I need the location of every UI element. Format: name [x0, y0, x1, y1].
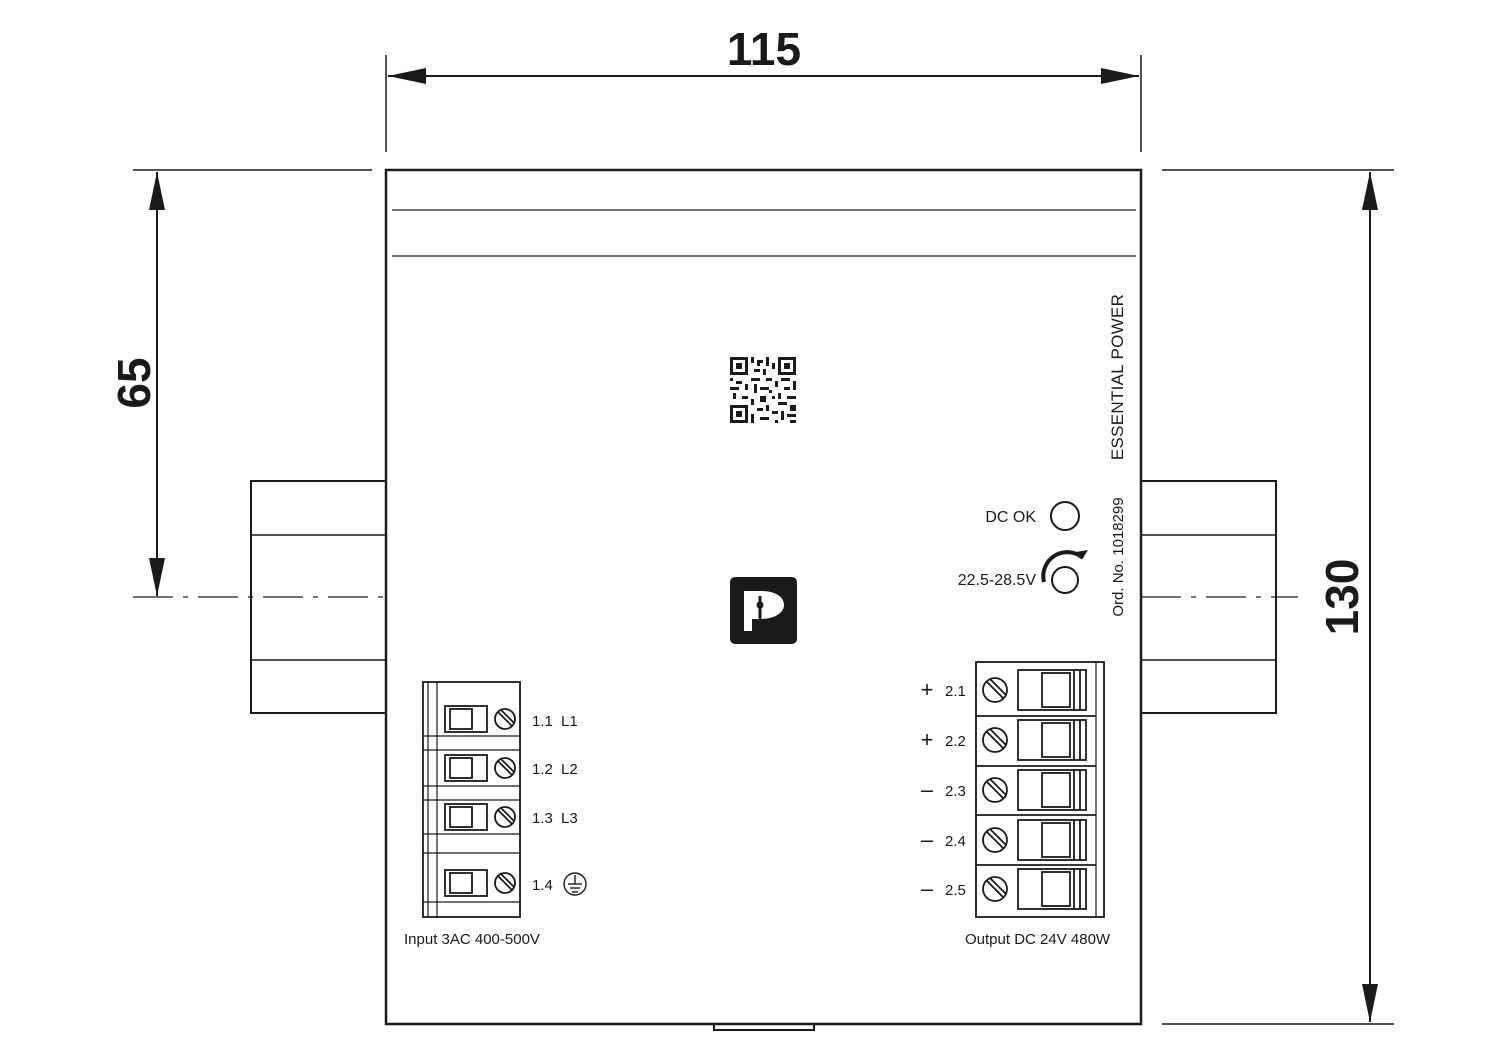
phoenix-contact-logo-icon — [730, 577, 797, 644]
output-terminal-number: 2.4 — [945, 833, 966, 850]
center-height-dimension-label: 65 — [108, 357, 160, 408]
width-dimension — [385, 55, 1142, 152]
input-terminal-2[interactable] — [444, 754, 516, 782]
qr-code-icon — [730, 357, 796, 423]
output-terminal-number: 2.3 — [945, 783, 966, 800]
output-terminal-3[interactable] — [982, 769, 1087, 811]
voltage-range-label: 22.5-28.5V — [958, 572, 1037, 589]
dc-ok-label: DC OK — [985, 509, 1036, 526]
output-terminal-2[interactable] — [982, 719, 1087, 761]
output-terminal-sign: – — [921, 876, 934, 901]
input-terminal-number: 1.1 — [532, 713, 553, 730]
input-terminal-phase: L1 — [561, 713, 578, 730]
input-terminal-phase: L3 — [561, 810, 578, 827]
input-terminal-block — [422, 681, 521, 918]
ground-icon — [563, 872, 587, 896]
input-terminal-number: 1.4 — [532, 877, 553, 894]
led-indicator-icon — [1050, 501, 1080, 531]
brand-line: ESSENTIAL POWER — [1108, 294, 1127, 460]
output-terminal-sign: + — [921, 727, 934, 752]
output-caption: Output DC 24V 480W — [965, 931, 1111, 948]
potentiometer-icon[interactable] — [1041, 550, 1088, 594]
output-terminal-5[interactable] — [982, 868, 1087, 910]
output-terminal-number: 2.1 — [945, 683, 966, 700]
input-terminal-number: 1.3 — [532, 810, 553, 827]
input-terminal-1[interactable] — [444, 705, 516, 733]
input-terminal-3[interactable] — [444, 803, 516, 831]
input-terminal-4[interactable] — [444, 869, 516, 897]
width-dimension-label: 115 — [727, 23, 801, 75]
output-terminal-sign: + — [921, 677, 934, 702]
output-terminal-number: 2.2 — [945, 733, 966, 750]
order-number: Ord. No. 1018299 — [1110, 497, 1127, 616]
output-terminal-sign: – — [921, 827, 934, 852]
input-caption: Input 3AC 400-500V — [404, 931, 540, 948]
height-dimension — [1162, 169, 1394, 1025]
output-terminal-sign: – — [921, 777, 934, 802]
center-height-dimension — [133, 169, 372, 596]
output-terminal-1[interactable] — [982, 669, 1087, 711]
output-terminal-4[interactable] — [982, 819, 1087, 861]
input-terminal-phase: L2 — [561, 761, 578, 778]
input-terminal-number: 1.2 — [532, 761, 553, 778]
output-terminal-number: 2.5 — [945, 882, 966, 899]
output-terminal-block — [975, 661, 1105, 918]
height-dimension-label: 130 — [1316, 559, 1368, 636]
